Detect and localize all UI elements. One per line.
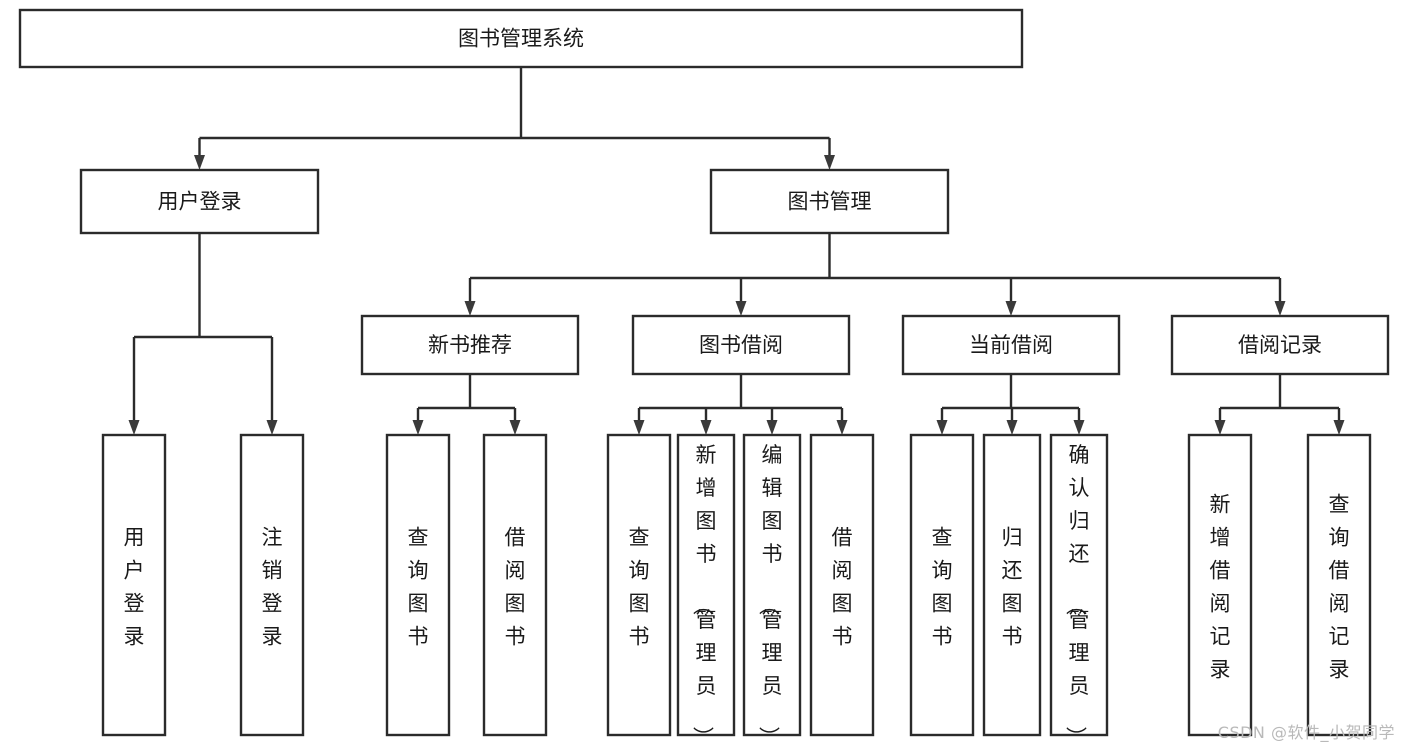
- edge-group-借阅记录: [1214, 374, 1345, 435]
- node-查询图书[interactable]: 查询图书: [606, 433, 672, 737]
- node-label: 图书管理: [788, 190, 872, 214]
- arrow-head-icon: [412, 420, 424, 435]
- node-label: 用户登录: [124, 526, 145, 649]
- node-label: 借阅图书: [832, 526, 853, 649]
- node-box[interactable]: [901, 314, 1121, 376]
- arrow-head-icon: [633, 420, 645, 435]
- node-box[interactable]: [101, 433, 167, 737]
- node-box[interactable]: [18, 8, 1024, 69]
- edge-group-图书管理: [464, 233, 1286, 316]
- arrow-head-icon: [824, 155, 835, 170]
- node-box[interactable]: [606, 433, 672, 737]
- node-label: 当前借阅: [969, 333, 1053, 357]
- node-借阅记录[interactable]: 借阅记录: [1170, 314, 1390, 376]
- node-label: 查询图书: [932, 526, 953, 649]
- arrow-head-icon: [936, 420, 948, 435]
- arrow-head-icon: [700, 420, 712, 435]
- edge-group-新书推荐: [412, 374, 521, 435]
- node-图书借阅[interactable]: 图书借阅: [631, 314, 851, 376]
- node-box[interactable]: [909, 433, 975, 737]
- node-label: 查询图书: [629, 526, 650, 649]
- arrow-head-icon: [1214, 420, 1226, 435]
- node-新增图书管理员[interactable]: 新增图书（管理员）: [676, 433, 736, 747]
- arrow-head-icon: [509, 420, 521, 435]
- node-新增借阅记录[interactable]: 新增借阅记录: [1187, 433, 1253, 737]
- edge-group-当前借阅: [936, 374, 1085, 435]
- arrow-head-icon: [1005, 301, 1017, 316]
- node-借阅图书[interactable]: 借阅图书: [809, 433, 875, 737]
- arrow-head-icon: [735, 301, 747, 316]
- node-label: 确认归还（管理员）: [1064, 443, 1090, 747]
- node-图书管理系统[interactable]: 图书管理系统: [18, 8, 1024, 69]
- node-当前借阅[interactable]: 当前借阅: [901, 314, 1121, 376]
- node-box[interactable]: [742, 433, 802, 737]
- arrow-head-icon: [836, 420, 848, 435]
- node-label: 借阅图书: [505, 526, 526, 649]
- node-图书管理[interactable]: 图书管理: [709, 168, 950, 235]
- edge-group-用户登录: [128, 233, 278, 435]
- node-label: 借阅记录: [1238, 333, 1322, 357]
- node-box[interactable]: [482, 433, 548, 737]
- node-查询图书[interactable]: 查询图书: [909, 433, 975, 737]
- arrow-head-icon: [266, 420, 278, 435]
- node-查询借阅记录[interactable]: 查询借阅记录: [1306, 433, 1372, 737]
- node-label: 新增图书（管理员）: [691, 443, 717, 747]
- node-box[interactable]: [385, 433, 451, 737]
- watermark-text: CSDN @软件_小贺同学: [1217, 723, 1395, 742]
- node-label: 用户登录: [158, 190, 242, 214]
- arrow-head-icon: [1073, 420, 1085, 435]
- node-box[interactable]: [1170, 314, 1390, 376]
- node-label: 图书借阅: [699, 333, 783, 357]
- arrow-head-icon: [766, 420, 778, 435]
- arrow-head-icon: [1274, 301, 1286, 316]
- node-label: 查询图书: [408, 526, 429, 649]
- arrow-head-icon: [1333, 420, 1345, 435]
- node-label: 查询借阅记录: [1329, 493, 1350, 682]
- connector-layer: [128, 67, 1345, 435]
- node-label: 注销登录: [262, 526, 283, 649]
- node-查询图书[interactable]: 查询图书: [385, 433, 451, 737]
- node-box[interactable]: [79, 168, 320, 235]
- node-box[interactable]: [1187, 433, 1253, 737]
- node-box[interactable]: [1049, 433, 1109, 737]
- arrow-head-icon: [194, 155, 205, 170]
- node-box[interactable]: [809, 433, 875, 737]
- node-label: 新增借阅记录: [1210, 493, 1231, 682]
- node-box[interactable]: [1306, 433, 1372, 737]
- node-box[interactable]: [676, 433, 736, 737]
- node-box[interactable]: [709, 168, 950, 235]
- node-box[interactable]: [982, 433, 1042, 737]
- node-用户登录[interactable]: 用户登录: [101, 433, 167, 737]
- node-确认归还管理员[interactable]: 确认归还（管理员）: [1049, 433, 1109, 747]
- node-新书推荐[interactable]: 新书推荐: [360, 314, 580, 376]
- node-box[interactable]: [239, 433, 305, 737]
- edge-group-图书借阅: [633, 374, 848, 435]
- node-归还图书[interactable]: 归还图书: [982, 433, 1042, 737]
- node-借阅图书[interactable]: 借阅图书: [482, 433, 548, 737]
- node-label: 新书推荐: [428, 333, 512, 357]
- node-用户登录[interactable]: 用户登录: [79, 168, 320, 235]
- node-layer: 图书管理系统用户登录图书管理新书推荐图书借阅当前借阅借阅记录用户登录注销登录查询…: [18, 8, 1390, 747]
- node-注销登录[interactable]: 注销登录: [239, 433, 305, 737]
- node-label: 图书管理系统: [458, 27, 584, 51]
- arrow-head-icon: [1006, 420, 1018, 435]
- node-label: 归还图书: [1002, 526, 1023, 649]
- arrow-head-icon: [464, 301, 476, 316]
- arrow-head-icon: [128, 420, 140, 435]
- node-box[interactable]: [360, 314, 580, 376]
- node-编辑图书管理员[interactable]: 编辑图书（管理员）: [742, 433, 802, 747]
- node-label: 编辑图书（管理员）: [757, 443, 783, 747]
- node-box[interactable]: [631, 314, 851, 376]
- edge-group-图书管理系统: [194, 67, 835, 170]
